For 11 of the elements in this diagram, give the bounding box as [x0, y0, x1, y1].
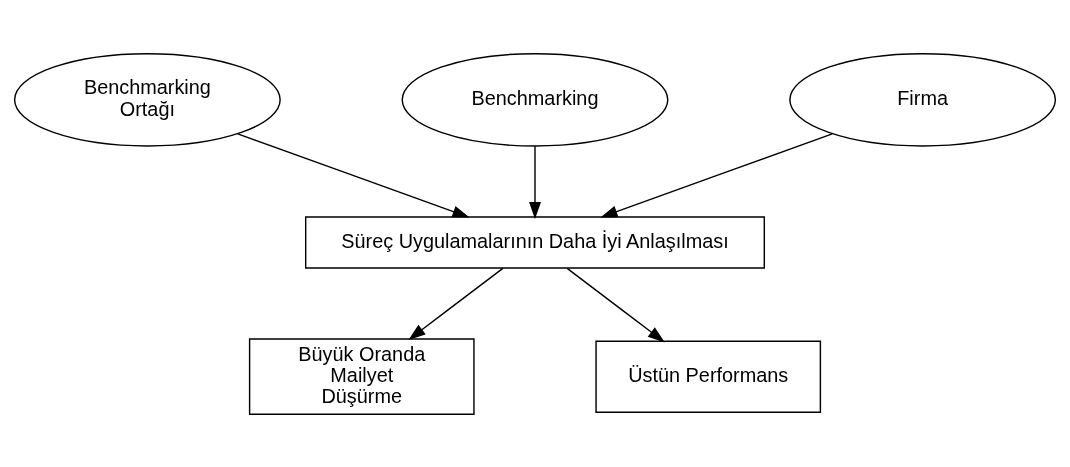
node-ellipse: Firma	[789, 52, 1057, 147]
arrow	[566, 267, 665, 342]
node-box: Büyük Oranda Mailyet Düşürme	[248, 337, 475, 415]
node-box: Üstün Performans	[595, 340, 822, 413]
node-ellipse: Benchmarking Ortağı	[13, 52, 281, 147]
node-box: Süreç Uygulamalarının Daha İyi Anlaşılması	[305, 215, 765, 269]
arrow	[529, 145, 541, 219]
node-ellipse: Benchmarking	[401, 52, 669, 147]
arrow	[408, 267, 504, 340]
arrow	[237, 132, 470, 217]
arrow	[600, 132, 833, 217]
